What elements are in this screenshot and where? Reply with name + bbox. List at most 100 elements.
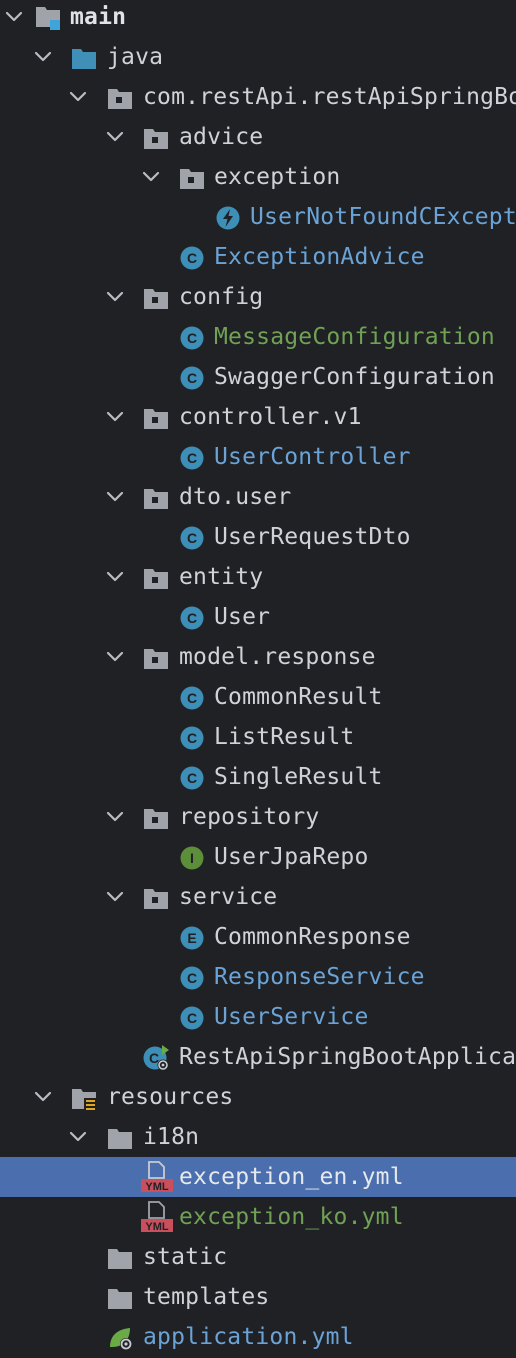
tree-row-java[interactable]: java (0, 37, 516, 77)
tree-label-main: main (70, 4, 127, 30)
tree-row-user-jpa-repo[interactable]: I UserJpaRepo (0, 837, 516, 877)
tree-row-exception-ko-yml[interactable]: YML exception_ko.yml (0, 1197, 516, 1237)
tree-row-user[interactable]: C User (0, 597, 516, 637)
chevron-down-icon[interactable] (105, 127, 125, 147)
tree-row-user-controller[interactable]: C UserController (0, 437, 516, 477)
package-icon (142, 565, 170, 591)
tree-row-templates[interactable]: templates (0, 1277, 516, 1317)
tree-label-advice: advice (179, 124, 264, 150)
tree-row-repository[interactable]: repository (0, 797, 516, 837)
chevron-down-icon[interactable] (141, 167, 161, 187)
tree-row-common-result[interactable]: C CommonResult (0, 677, 516, 717)
tree-label-user-controller: UserController (214, 444, 411, 470)
tree-label-single-result: SingleResult (214, 764, 383, 790)
interface-icon-letter: I (190, 850, 194, 866)
class-icon: C (180, 246, 204, 270)
tree-row-dto-user[interactable]: dto.user (0, 477, 516, 517)
spring-boot-class-icon: C (143, 1045, 169, 1071)
enum-icon: E (180, 926, 204, 950)
class-icon: C (180, 726, 204, 750)
tree-row-package-root[interactable]: com.restApi.restApiSpringBootApp (0, 77, 516, 117)
tree-row-entity[interactable]: entity (0, 557, 516, 597)
resources-folder-icon (70, 1085, 98, 1111)
tree-row-response-service[interactable]: C ResponseService (0, 957, 516, 997)
tree-row-static[interactable]: static (0, 1237, 516, 1277)
class-icon-letter: C (149, 1050, 159, 1066)
tree-row-user-service[interactable]: C UserService (0, 997, 516, 1037)
package-icon (142, 485, 170, 511)
chevron-down-icon[interactable] (33, 1087, 53, 1107)
tree-label-common-result: CommonResult (214, 684, 383, 710)
class-icon: C (180, 366, 204, 390)
tree-label-resources: resources (107, 1084, 234, 1110)
chevron-down-icon[interactable] (33, 47, 53, 67)
chevron-down-icon[interactable] (105, 887, 125, 907)
package-icon (178, 165, 206, 191)
tree-label-common-response: CommonResponse (214, 924, 411, 950)
chevron-down-icon[interactable] (105, 287, 125, 307)
tree-row-swagger-configuration[interactable]: C SwaggerConfiguration (0, 357, 516, 397)
tree-row-application-yml[interactable]: application.yml (0, 1317, 516, 1357)
tree-label-app-class: RestApiSpringBootApplication (179, 1044, 516, 1070)
class-icon: C (180, 966, 204, 990)
tree-row-i18n[interactable]: i18n (0, 1117, 516, 1157)
tree-label-templates: templates (143, 1284, 270, 1310)
tree-row-model-response[interactable]: model.response (0, 637, 516, 677)
tree-row-controller-v1[interactable]: controller.v1 (0, 397, 516, 437)
chevron-down-icon[interactable] (68, 87, 88, 107)
chevron-down-icon[interactable] (105, 647, 125, 667)
tree-row-message-configuration[interactable]: C MessageConfiguration (0, 317, 516, 357)
package-icon (106, 85, 134, 111)
chevron-down-icon[interactable] (105, 487, 125, 507)
tree-row-service[interactable]: service (0, 877, 516, 917)
tree-row-exception-advice[interactable]: C ExceptionAdvice (0, 237, 516, 277)
tree-label-user-jpa-repo: UserJpaRepo (214, 844, 369, 870)
tree-label-exception-advice: ExceptionAdvice (214, 244, 425, 270)
exception-class-icon (216, 206, 240, 230)
tree-label-static: static (143, 1244, 228, 1270)
tree-label-user-not-found-exception: UserNotFoundCException (250, 204, 516, 230)
tree-row-exception[interactable]: exception (0, 157, 516, 197)
tree-row-list-result[interactable]: C ListResult (0, 717, 516, 757)
class-icon: C (180, 1006, 204, 1030)
tree-row-main[interactable]: main (0, 0, 516, 37)
chevron-down-icon[interactable] (105, 567, 125, 587)
tree-row-exception-en-yml[interactable]: YML exception_en.yml (0, 1157, 516, 1197)
tree-row-user-request-dto[interactable]: C UserRequestDto (0, 517, 516, 557)
class-icon: C (180, 526, 204, 550)
tree-row-advice[interactable]: advice (0, 117, 516, 157)
tree-label-list-result: ListResult (214, 724, 355, 750)
class-icon-letter: C (187, 730, 197, 746)
tree-label-user-request-dto: UserRequestDto (214, 524, 411, 550)
tree-row-user-not-found-exception[interactable]: UserNotFoundCException (0, 197, 516, 237)
tree-row-app-class[interactable]: C RestApiSpringBootApplication (0, 1037, 516, 1077)
tree-label-service: service (179, 884, 278, 910)
yml-file-icon: YML (141, 1201, 173, 1233)
folder-icon (106, 1245, 134, 1271)
yml-file-icon: YML (141, 1161, 173, 1193)
tree-row-single-result[interactable]: C SingleResult (0, 757, 516, 797)
spring-config-icon (106, 1325, 134, 1351)
tree-label-repository: repository (179, 804, 320, 830)
tree-label-message-configuration: MessageConfiguration (214, 324, 495, 350)
chevron-down-icon[interactable] (105, 407, 125, 427)
package-icon (142, 285, 170, 311)
chevron-down-icon[interactable] (105, 807, 125, 827)
tree-label-exception-en-yml: exception_en.yml (179, 1164, 404, 1190)
tree-label-exception-ko-yml: exception_ko.yml (179, 1204, 404, 1230)
class-icon: C (180, 686, 204, 710)
tree-row-common-response[interactable]: E CommonResponse (0, 917, 516, 957)
tree-row-config[interactable]: config (0, 277, 516, 317)
chevron-down-icon[interactable] (68, 1127, 88, 1147)
class-icon-letter: C (187, 370, 197, 386)
tree-label-package-root: com.restApi.restApiSpringBootApp (143, 84, 516, 110)
package-icon (142, 125, 170, 151)
tree-row-resources[interactable]: resources (0, 1077, 516, 1117)
folder-icon (106, 1285, 134, 1311)
class-icon-letter: C (187, 250, 197, 266)
chevron-down-icon[interactable] (4, 7, 24, 27)
tree-label-model-response: model.response (179, 644, 376, 670)
class-icon-letter: C (187, 330, 197, 346)
tree-label-dto-user: dto.user (179, 484, 292, 510)
yml-icon-text: YML (145, 1221, 169, 1233)
